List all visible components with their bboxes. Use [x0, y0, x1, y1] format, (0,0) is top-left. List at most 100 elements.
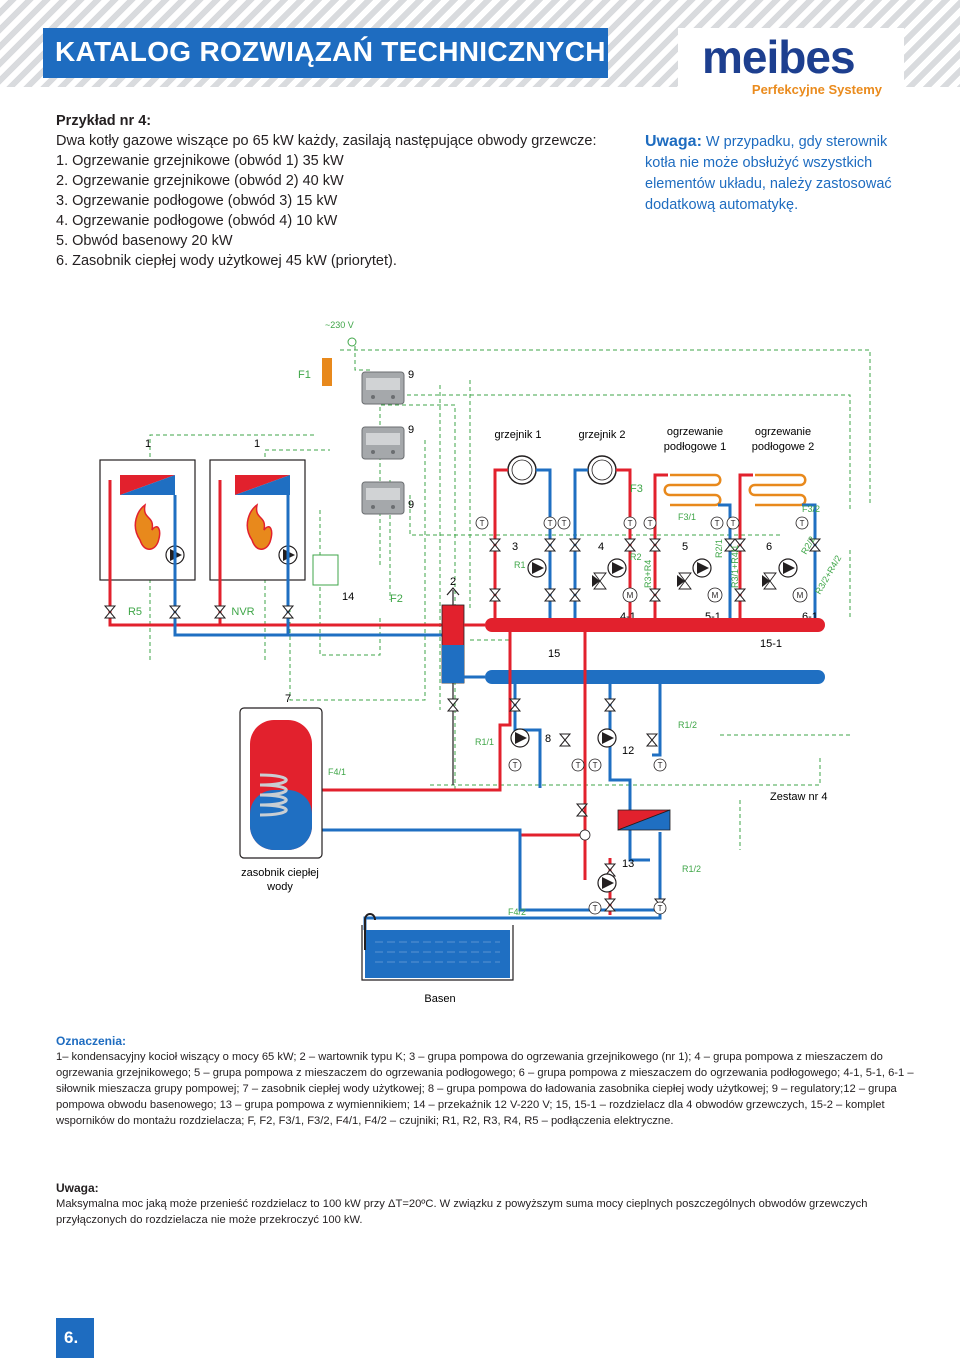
valve-icon	[734, 588, 746, 602]
valve-icon	[544, 588, 556, 602]
example-intro: Dwa kotły gazowe wiszące po 65 kW każdy,…	[56, 133, 597, 149]
pump-icon	[597, 873, 617, 893]
floor-heating-coil-2	[748, 473, 807, 507]
motor-actuator-icon	[792, 587, 808, 603]
label-f2: F2	[390, 593, 403, 605]
temperature-sensor-icon	[623, 516, 637, 530]
label-r1-2a: R1/2	[678, 720, 697, 730]
motor-actuator-icon	[707, 587, 723, 603]
manifold-return	[485, 670, 825, 684]
label-zasobnik-b: wody	[266, 881, 293, 893]
pump-icon	[692, 558, 712, 578]
catalog-title: KATALOG ROZWIĄZAŃ TECHNICZNYCH	[55, 36, 606, 67]
controller-icon	[361, 371, 405, 405]
label-f4-1: F4/1	[328, 767, 346, 777]
pump-icon	[527, 558, 547, 578]
label-group-3: 3	[512, 541, 518, 553]
motor-actuator-icon	[622, 587, 638, 603]
pump-icon	[597, 728, 617, 748]
pump-icon	[778, 558, 798, 578]
legend-title: Oznaczenia:	[56, 1034, 127, 1048]
example-description: Przykład nr 4: Dwa kotły gazowe wiszące …	[56, 111, 616, 271]
note-title: Uwaga:	[56, 1181, 99, 1195]
temperature-sensor-icon	[571, 758, 585, 772]
label-basen: Basen	[424, 993, 455, 1005]
label-group-6: 6	[766, 541, 772, 553]
valve-icon	[559, 733, 571, 747]
valve-icon	[604, 898, 616, 912]
valve-icon	[569, 588, 581, 602]
temperature-sensor-icon	[795, 516, 809, 530]
controller-icon	[361, 481, 405, 515]
valve-icon	[282, 605, 294, 619]
label-f3-1: F3/1	[678, 512, 696, 522]
label-r3-r4: R3+R4	[643, 560, 653, 588]
valve-icon	[489, 588, 501, 602]
label-f4-2: F4/2	[508, 907, 526, 917]
label-podlogowe-2b: podłogowe 2	[752, 441, 814, 453]
temperature-sensor-icon	[710, 516, 724, 530]
page-number: 6.	[64, 1328, 79, 1347]
pump-icon	[607, 558, 627, 578]
label-7: 7	[285, 693, 291, 705]
label-r1-1: R1/1	[475, 737, 494, 747]
gauge-icon	[579, 829, 591, 841]
valve-icon	[544, 538, 556, 552]
legend: Oznaczenia: 1– kondensacyjny kocioł wisz…	[56, 1033, 916, 1129]
label-f3-2: F3/2	[802, 504, 820, 514]
label-r1-2b: R1/2	[682, 864, 701, 874]
example-item: 1. Ogrzewanie grzejnikowe (obwód 1) 35 k…	[56, 153, 344, 169]
pump-icon	[510, 728, 530, 748]
boiler-1-label: 1	[145, 438, 151, 450]
catalog-title-bar: KATALOG ROZWIĄZAŃ TECHNICZNYCH	[43, 28, 608, 78]
label-grzejnik-1: grzejnik 1	[494, 429, 541, 441]
label-r3-2-r4-2: R3/2+R4/2	[813, 554, 843, 596]
manifold-supply	[485, 618, 825, 632]
valve-icon	[169, 605, 181, 619]
logo-text: meibes	[702, 31, 856, 83]
temperature-sensor-icon	[588, 901, 602, 915]
mixer-valve-icon	[591, 572, 607, 590]
temperature-sensor-icon	[557, 516, 571, 530]
example-item: 6. Zasobnik ciepłej wody użytkowej 45 kW…	[56, 253, 397, 269]
controller-icon	[361, 426, 405, 460]
dhw-tank	[239, 707, 323, 859]
valve-icon	[649, 538, 661, 552]
label-9b: 9	[408, 424, 414, 436]
label-nvr: NVR	[231, 606, 254, 618]
label-f1: F1	[298, 369, 311, 381]
label-13: 13	[622, 858, 634, 870]
example-item: 2. Ogrzewanie grzejnikowe (obwód 2) 40 k…	[56, 173, 344, 189]
valve-icon	[214, 605, 226, 619]
mixer-valve-icon	[761, 572, 777, 590]
temperature-sensor-icon	[643, 516, 657, 530]
label-r3-1-r4-1: R3/1+R4/1	[730, 545, 740, 588]
capacity-note: Uwaga: Maksymalna moc jaką może przenieś…	[56, 1180, 916, 1228]
valve-icon	[646, 733, 658, 747]
temperature-sensor-icon	[543, 516, 557, 530]
valve-icon	[104, 605, 116, 619]
warning-text: W przypadku, gdy sterownik kotła nie moż…	[645, 134, 892, 213]
label-group-4: 4	[598, 541, 604, 553]
label-zestaw: Zestaw nr 4	[770, 791, 827, 803]
example-item: 3. Ogrzewanie podłogowe (obwód 3) 15 kW	[56, 193, 338, 209]
label-r2: R2	[630, 552, 642, 562]
label-podlogowe-1a: ogrzewanie	[667, 426, 723, 438]
temperature-sensor-icon	[588, 758, 602, 772]
example-item: 5. Obwód basenowy 20 kW	[56, 233, 233, 249]
legend-text: 1– kondensacyjny kocioł wiszący o mocy 6…	[56, 1051, 914, 1127]
warning-box: Uwaga: W przypadku, gdy sterownik kotła …	[645, 131, 915, 216]
boiler-1	[99, 459, 196, 581]
boiler-2-label: 1	[254, 438, 260, 450]
valve-icon	[649, 588, 661, 602]
valve-icon	[489, 538, 501, 552]
label-r1: R1	[514, 560, 526, 570]
label-r2-1: R2/1	[714, 539, 724, 558]
label-r5: R5	[128, 606, 142, 618]
example-item: 4. Ogrzewanie podłogowe (obwód 4) 10 kW	[56, 213, 338, 229]
note-text: Maksymalna moc jaką może przenieść rozdz…	[56, 1198, 868, 1226]
page-number-badge: 6.	[56, 1318, 94, 1358]
temperature-sensor-icon	[475, 516, 489, 530]
label-podlogowe-1b: podłogowe 1	[664, 441, 726, 453]
power-plug-icon	[347, 337, 357, 347]
